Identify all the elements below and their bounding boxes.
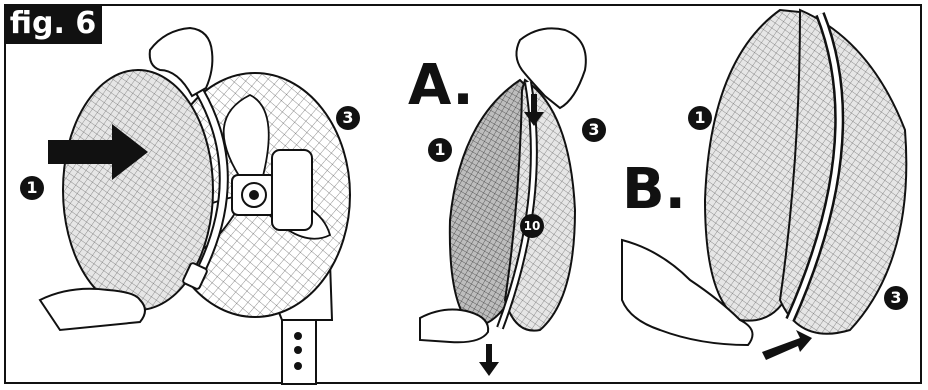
panel-main-drawing [40, 28, 350, 384]
grille-3-b [780, 10, 906, 334]
callout-1-a: 1 [428, 138, 452, 162]
callout-1-b: 1 [688, 106, 712, 130]
callout-3-b: 3 [884, 286, 908, 310]
figure-tag: fig. 6 [4, 4, 102, 44]
hand-bottom [40, 289, 145, 330]
callout-10-a: 10 [520, 214, 544, 238]
panel-a-label: A. [408, 58, 474, 114]
callout-3-main: 3 [336, 106, 360, 130]
arrow-b [762, 330, 812, 360]
panel-separator-2 [608, 6, 612, 382]
callout-1-main: 1 [20, 176, 44, 200]
callout-3-a: 3 [582, 118, 606, 142]
panel-b-label: B. [622, 162, 686, 218]
